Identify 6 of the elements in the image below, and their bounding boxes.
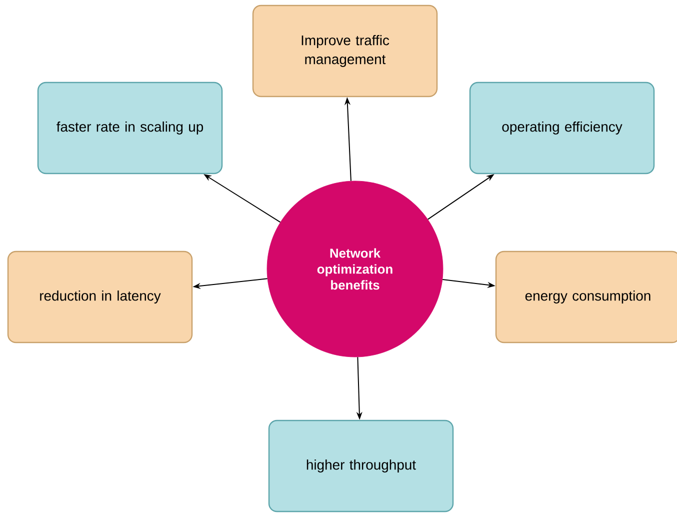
benefit-box: reduction in latency (7, 250, 193, 344)
benefit-box: faster rate in scaling up (37, 82, 223, 174)
benefit-box: Improve traffic management (252, 4, 438, 98)
benefit-box: operating efficiency (469, 82, 655, 174)
benefit-box: higher throughput (268, 420, 454, 512)
benefit-box: energy consumption (495, 250, 677, 344)
